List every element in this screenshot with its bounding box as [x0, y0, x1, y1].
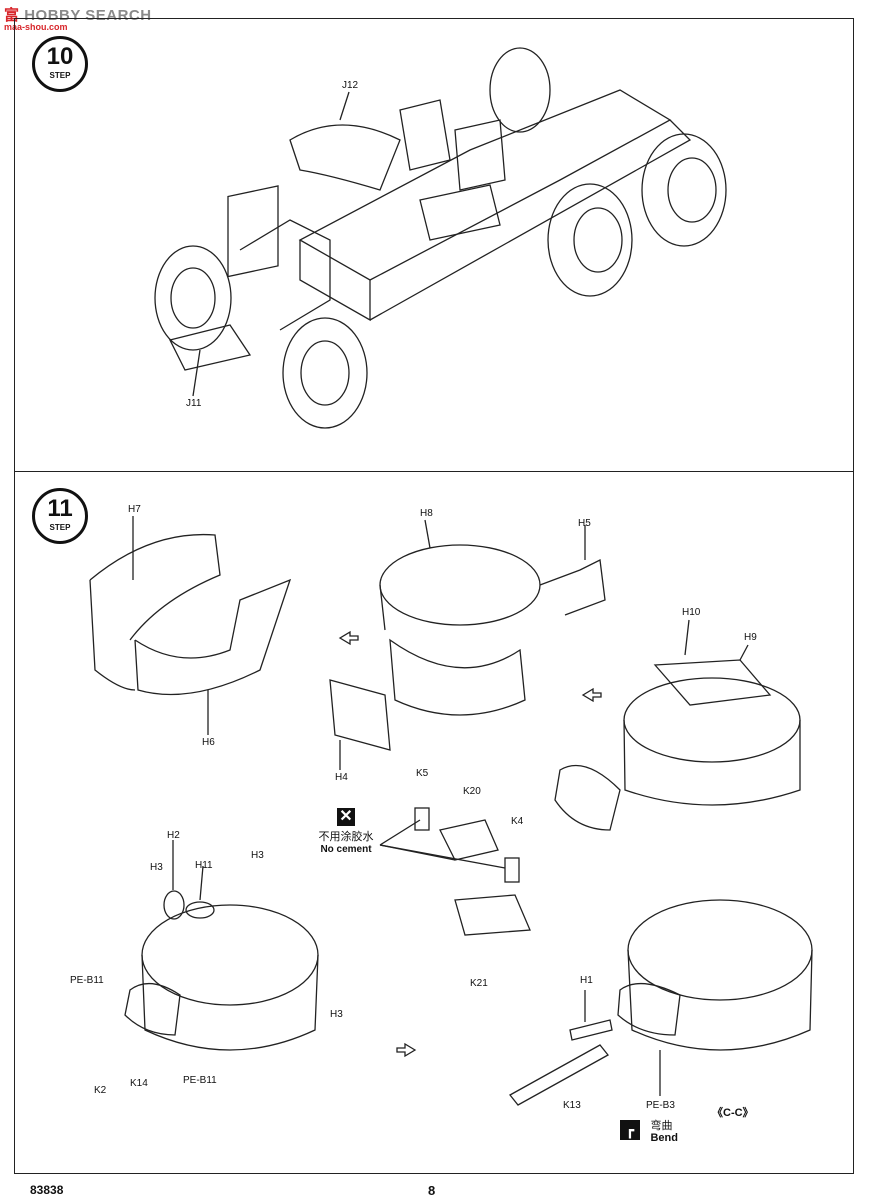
- watermark-brand-en: HOBBY SEARCH: [24, 7, 152, 24]
- part-label-k20: K20: [463, 786, 481, 797]
- kit-code: 83838: [30, 1183, 64, 1197]
- part-label-k21: K21: [470, 978, 488, 989]
- no-cement-en: No cement: [320, 844, 372, 855]
- k-parts-drawing: [379, 807, 531, 936]
- part-label-h10: H10: [682, 607, 701, 618]
- turret-wall-h6-h7: [89, 516, 292, 735]
- watermark-url: maa-shou.com: [4, 22, 68, 32]
- bend-cn: 弯曲: [650, 1120, 673, 1132]
- step-number: 10: [46, 43, 74, 70]
- part-label-h9: H9: [744, 632, 757, 643]
- part-label-k5: K5: [416, 768, 429, 779]
- part-label-h3: H3: [150, 862, 163, 873]
- part-label-h3: H3: [330, 1009, 343, 1020]
- part-label-pe-b11: PE-B11: [70, 975, 104, 986]
- step-label: STEP: [49, 523, 71, 532]
- no-cement-icon: ✕: [337, 808, 355, 826]
- part-label-h7: H7: [128, 504, 141, 515]
- part-label-k14: K14: [130, 1078, 148, 1089]
- part-label-h2: H2: [167, 830, 180, 841]
- part-label-h1: H1: [580, 975, 593, 986]
- step-11-badge: 11 STEP: [32, 488, 88, 544]
- part-label-h11: H11: [195, 860, 213, 871]
- part-label-k2: K2: [94, 1085, 107, 1096]
- turret-assembly-a: [329, 519, 606, 770]
- part-label-j11: J11: [186, 398, 202, 409]
- turret-assembly-d: [509, 899, 813, 1106]
- page-number: 8: [428, 1183, 436, 1198]
- turret-assembly-b: [554, 619, 801, 831]
- no-cement-note: ✕ 不用涂胶水 No cement: [306, 808, 386, 855]
- flow-arrows: [338, 630, 602, 1058]
- turret-assembly-c: [124, 840, 319, 1051]
- part-label-h4: H4: [335, 772, 348, 783]
- part-label-h8: H8: [420, 508, 433, 519]
- no-cement-cn: 不用涂胶水: [318, 831, 374, 843]
- step-divider: [14, 471, 854, 472]
- bend-note: ┏ 弯曲 Bend: [620, 1120, 678, 1146]
- part-label-k13: K13: [563, 1100, 581, 1111]
- watermark-brand-cn: 富: [4, 7, 20, 24]
- step-label: STEP: [49, 71, 71, 80]
- bend-en: Bend: [650, 1132, 678, 1144]
- bend-icon: ┏: [620, 1120, 640, 1140]
- part-label-h5: H5: [578, 518, 591, 529]
- part-label-h3: H3: [251, 850, 264, 861]
- part-label-pe-b3: PE-B3: [646, 1100, 675, 1111]
- part-label-k4: K4: [511, 816, 524, 827]
- truck-chassis-drawing: [154, 47, 727, 429]
- page-frame: [14, 18, 854, 1174]
- variant-code: 《C-C》: [712, 1107, 754, 1119]
- part-label-h6: H6: [202, 737, 215, 748]
- part-label-pe-b11: PE-B11: [183, 1075, 217, 1086]
- watermark: 富 HOBBY SEARCH: [4, 4, 152, 25]
- part-label-j12: J12: [342, 80, 359, 91]
- step-number: 11: [47, 495, 73, 522]
- step-10-badge: 10 STEP: [32, 36, 88, 92]
